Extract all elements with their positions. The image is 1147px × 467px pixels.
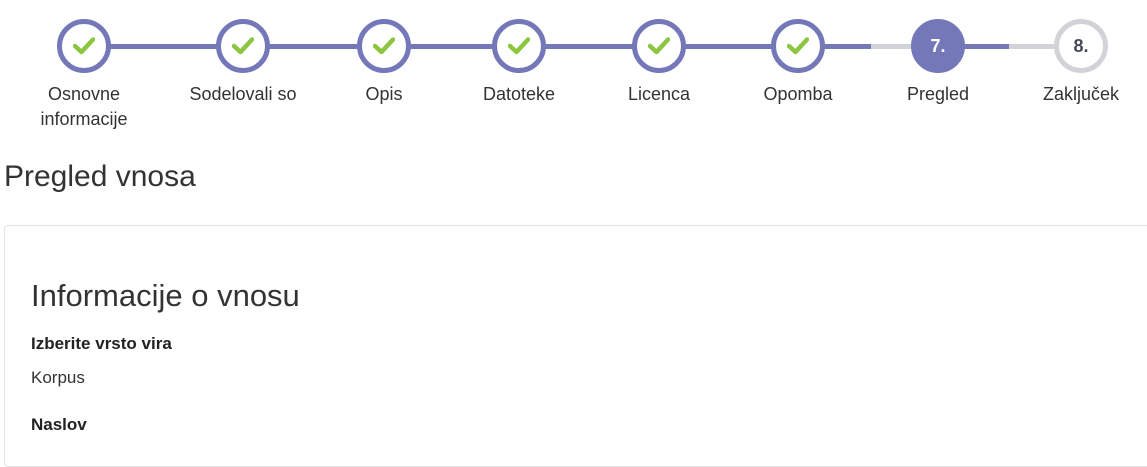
step-connector-pending	[871, 44, 911, 49]
step-label-line: informacije	[40, 109, 128, 129]
panel-title: Informacije o vnosu	[31, 278, 300, 313]
page-title: Pregled vnosa	[4, 160, 196, 193]
step-pending-indicator: 8.	[1054, 19, 1108, 73]
check-icon	[787, 37, 809, 55]
step-label: Licenca	[627, 84, 691, 104]
step-label: Osnovne informacije	[9, 82, 159, 132]
step-completed-indicator	[216, 19, 270, 73]
step-current-indicator: 7.	[911, 19, 965, 73]
step-connector-pending	[1009, 44, 1054, 49]
field-label-title: Naslov	[31, 415, 87, 434]
step-label: Datoteke	[482, 84, 556, 104]
step-number: 7.	[930, 36, 946, 56]
check-icon	[508, 37, 530, 55]
step-completed-indicator	[57, 19, 111, 73]
check-icon	[648, 37, 670, 55]
progress-stepper: Osnovne informacije Sodelovali so Opis D…	[0, 0, 1147, 140]
step-number: 8.	[1073, 36, 1089, 56]
field-value-resource-type: Korpus	[31, 368, 85, 387]
check-icon	[232, 37, 254, 55]
step-completed-indicator	[357, 19, 411, 73]
step-label: Opis	[365, 84, 403, 104]
step-label: Pregled	[906, 84, 970, 104]
step-connector-done	[964, 44, 1009, 49]
step-label: Sodelovali so	[189, 84, 297, 104]
review-panel: Informacije o vnosu Izberite vrsto vira …	[4, 225, 1147, 467]
step-label: Zaključek	[1042, 84, 1120, 104]
step-completed-indicator	[632, 19, 686, 73]
step-completed-indicator	[492, 19, 546, 73]
check-icon	[373, 37, 395, 55]
step-completed-indicator	[771, 19, 825, 73]
check-icon	[73, 37, 95, 55]
field-label-resource-type: Izberite vrsto vira	[31, 334, 172, 353]
step-connector-done	[83, 44, 871, 49]
step-label: Opomba	[763, 84, 833, 104]
step-label-line: Osnovne	[47, 84, 121, 104]
